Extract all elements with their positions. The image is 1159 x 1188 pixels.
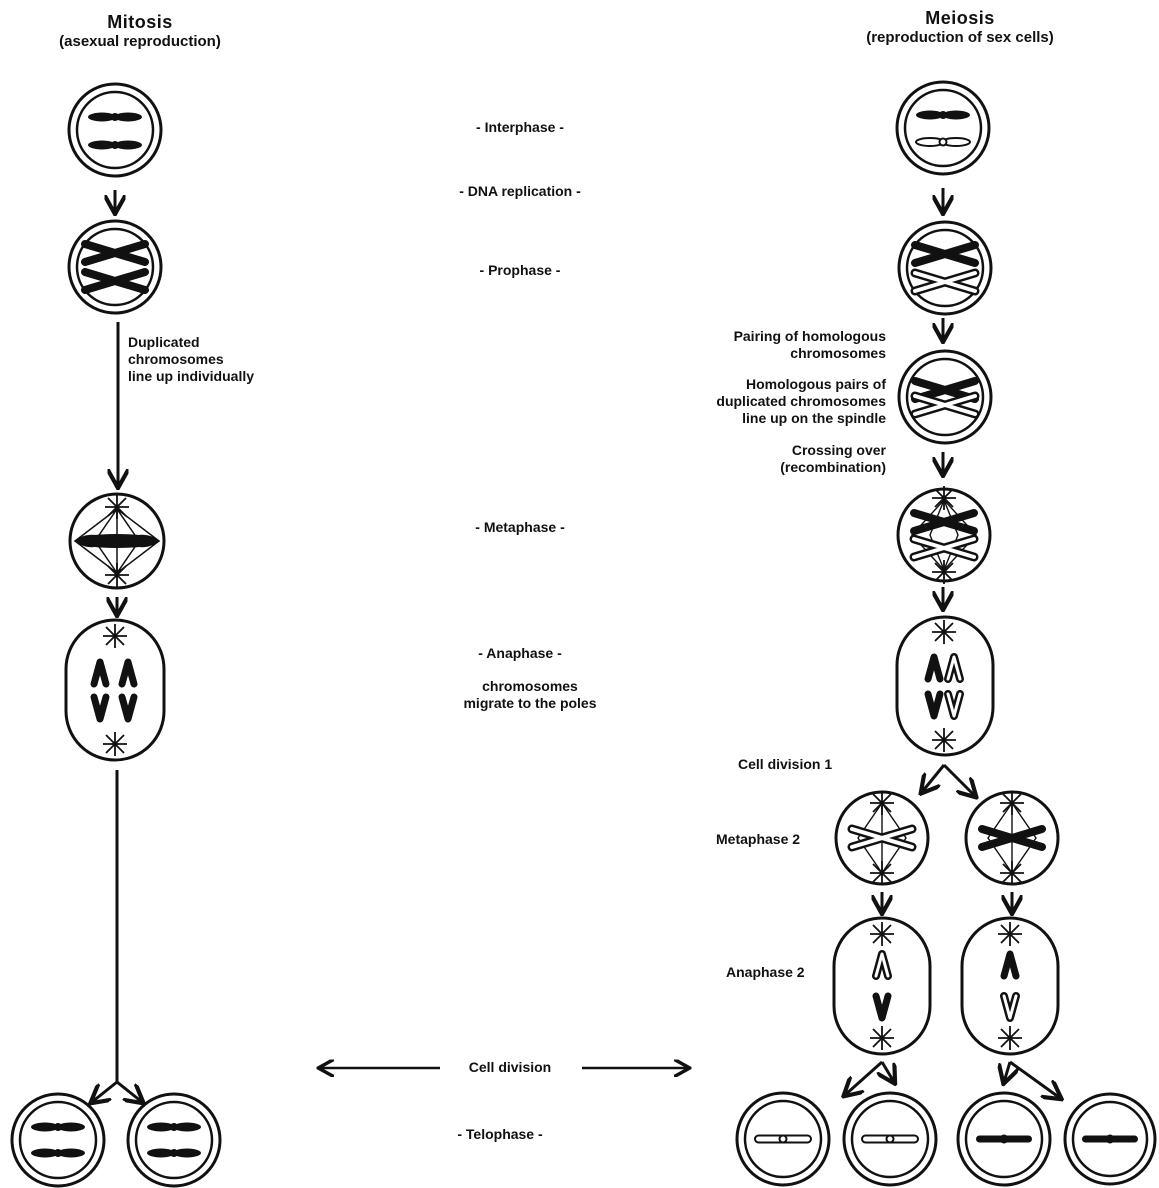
mitosis-title-block: Mitosis (asexual reproduction)	[20, 12, 260, 50]
meiosis-metaphase-cell	[896, 485, 992, 585]
note-anaphase-2: Anaphase 2	[726, 964, 805, 980]
label-prophase: - Prophase -	[479, 262, 561, 278]
meiosis-title-block: Meiosis (reproduction of sex cells)	[830, 8, 1090, 46]
mitosis-subtitle: (asexual reproduction)	[59, 33, 221, 50]
note-metaphase-2: Metaphase 2	[716, 831, 801, 847]
label-cell-division: Cell division	[445, 1059, 575, 1076]
meiosis-pairing-cell	[897, 349, 993, 445]
arrow-split-left-icon	[92, 1080, 118, 1102]
meiosis-gamete-cell-3	[956, 1091, 1052, 1187]
meiosis-gamete-cell-2	[842, 1091, 938, 1187]
note-crossing-over: Crossing over (recombination)	[780, 442, 886, 475]
note-homologous-pairs: Homologous pairs of duplicated chromosom…	[716, 376, 886, 426]
meiosis-metaphase2-cell-right	[964, 790, 1060, 886]
note-cell-division-1: Cell division 1	[738, 756, 833, 772]
arrow-split-right-icon	[882, 1061, 894, 1082]
arrow-split-right-icon	[116, 1080, 142, 1102]
label-anaphase-note: chromosomes migrate to the poles	[463, 678, 597, 711]
label-telophase: - Telophase -	[457, 1126, 543, 1142]
meiosis-gamete-cell-1	[735, 1091, 831, 1187]
label-dna-replication: - DNA replication -	[459, 183, 581, 199]
meiosis-interphase-cell	[895, 80, 991, 176]
note-duplicated-chromosomes: Duplicated chromosomes line up individua…	[128, 334, 255, 384]
arrow-split-left-icon	[922, 764, 946, 792]
note-pairing-homologous: Pairing of homologous chromosomes	[733, 328, 886, 361]
meiosis-title: Meiosis	[925, 8, 995, 28]
meiosis-anaphase2-cell-left	[832, 916, 932, 1056]
label-anaphase: - Anaphase -	[478, 645, 562, 661]
meiosis-anaphase2-cell-right	[960, 916, 1060, 1056]
mitosis-telophase-cell-1	[10, 1092, 106, 1188]
arrow-split-right-icon	[942, 763, 975, 796]
arrow-split-left-icon	[845, 1060, 883, 1095]
arrow-split-right-icon	[1009, 1060, 1060, 1098]
meiosis-gamete-cell-4	[1063, 1092, 1157, 1186]
mitosis-interphase-cell	[67, 82, 163, 178]
label-interphase: - Interphase -	[476, 119, 564, 135]
mitosis-title: Mitosis	[107, 12, 173, 32]
mitosis-telophase-cell-2	[126, 1092, 222, 1188]
meiosis-anaphase-cell	[895, 615, 995, 757]
mitosis-metaphase-cell	[68, 492, 166, 590]
meiosis-metaphase2-cell-left	[834, 790, 930, 886]
meiosis-subtitle: (reproduction of sex cells)	[866, 29, 1054, 46]
arrow-split-left-icon	[1004, 1061, 1010, 1082]
meiosis-prophase-cell	[897, 220, 993, 316]
label-metaphase: - Metaphase -	[475, 519, 565, 535]
mitosis-anaphase-cell	[64, 618, 166, 762]
mitosis-prophase-cell	[67, 219, 163, 315]
